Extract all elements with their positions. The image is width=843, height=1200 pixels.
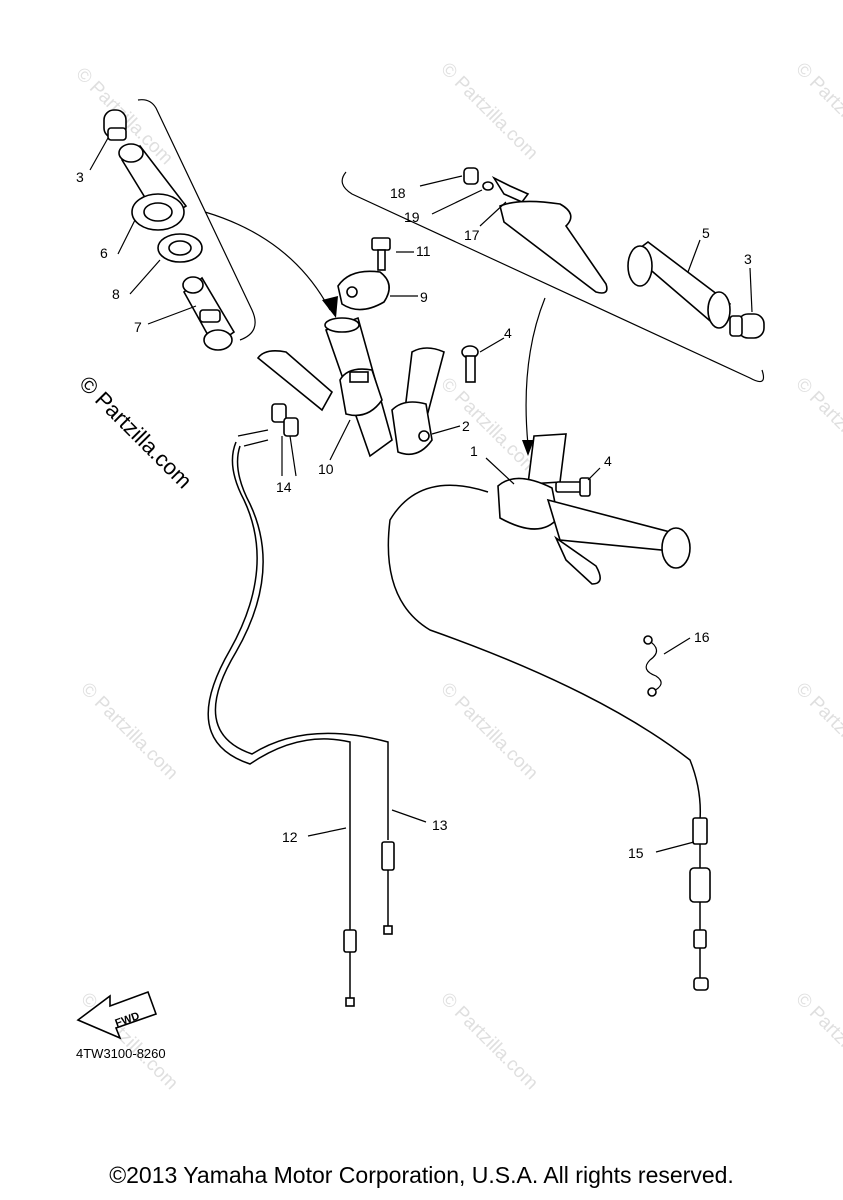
callout-12: 12 bbox=[282, 829, 298, 845]
assembly-arrow-left bbox=[204, 211, 331, 311]
assembly-arrow-right bbox=[525, 297, 546, 446]
callout-15: 15 bbox=[628, 845, 644, 861]
watermark: © Partzilla.com bbox=[791, 374, 843, 479]
watermark: © Partzilla.com bbox=[436, 679, 541, 784]
grip-right bbox=[627, 240, 732, 329]
throttle-housing bbox=[256, 316, 393, 458]
watermark: © Partzilla.com bbox=[791, 679, 843, 784]
callout-16: 16 bbox=[694, 629, 710, 645]
right-group-bracket bbox=[341, 171, 765, 383]
bolt bbox=[555, 477, 591, 497]
callout-6: 6 bbox=[100, 245, 108, 261]
clutch-cable bbox=[387, 484, 711, 991]
clutch-lever bbox=[499, 200, 608, 294]
watermark: © Partzilla.com bbox=[436, 59, 541, 164]
watermark-group: © Partzilla.com © Partzilla.com © Partzi… bbox=[71, 59, 843, 1094]
callout-5: 5 bbox=[702, 225, 710, 241]
callout-1: 1 bbox=[470, 443, 478, 459]
callout-14: 14 bbox=[276, 479, 292, 495]
callout-2: 2 bbox=[462, 418, 470, 434]
grip-end-cap-right bbox=[729, 313, 765, 339]
lever-washer bbox=[482, 181, 494, 191]
callout-11: 11 bbox=[416, 243, 431, 259]
handlebar-clamp bbox=[391, 347, 445, 456]
clutch-lever-holder bbox=[497, 433, 691, 585]
screw bbox=[463, 167, 479, 185]
callout-9: 9 bbox=[420, 289, 428, 305]
watermark: © Partzilla.com bbox=[791, 59, 843, 164]
bolt bbox=[461, 345, 479, 383]
throttle-cables bbox=[207, 441, 395, 1007]
arrow-head bbox=[322, 296, 338, 318]
callout-18: 18 bbox=[390, 185, 406, 201]
callout-labels: 1 2 3 3 4 4 5 6 7 8 9 10 11 12 13 14 15 … bbox=[76, 169, 752, 861]
callout-7: 7 bbox=[134, 319, 142, 335]
copyright-notice: ©2013 Yamaha Motor Corporation, U.S.A. A… bbox=[109, 1162, 734, 1188]
diagram-code: 4TW3100-8260 bbox=[76, 1046, 166, 1061]
cable-clip bbox=[643, 635, 662, 697]
callout-4: 4 bbox=[504, 325, 512, 341]
lever-pivot bbox=[491, 176, 530, 203]
bolt bbox=[371, 237, 391, 271]
watermark-main: © Partzilla.com bbox=[74, 371, 197, 494]
callout-3: 3 bbox=[76, 169, 84, 185]
callout-13: 13 bbox=[432, 817, 448, 833]
left-group-bracket bbox=[137, 99, 256, 341]
callout-4: 4 bbox=[604, 453, 612, 469]
callout-17: 17 bbox=[464, 227, 480, 243]
watermark: © Partzilla.com bbox=[791, 989, 843, 1094]
grip-end-cap-left bbox=[103, 109, 127, 141]
callout-10: 10 bbox=[318, 461, 334, 477]
callout-8: 8 bbox=[112, 286, 120, 302]
throttle-housing-cap bbox=[337, 270, 390, 311]
watermark: © Partzilla.com bbox=[436, 989, 541, 1094]
washer bbox=[157, 233, 203, 263]
callout-19: 19 bbox=[404, 209, 420, 225]
grip-left bbox=[118, 143, 188, 231]
callout-3: 3 bbox=[744, 251, 752, 267]
watermark: © Partzilla.com bbox=[76, 679, 181, 784]
leader-lines bbox=[89, 137, 753, 853]
throttle-sleeve bbox=[182, 276, 236, 351]
cable-adjusters bbox=[237, 403, 299, 447]
arrow-head bbox=[522, 440, 534, 456]
